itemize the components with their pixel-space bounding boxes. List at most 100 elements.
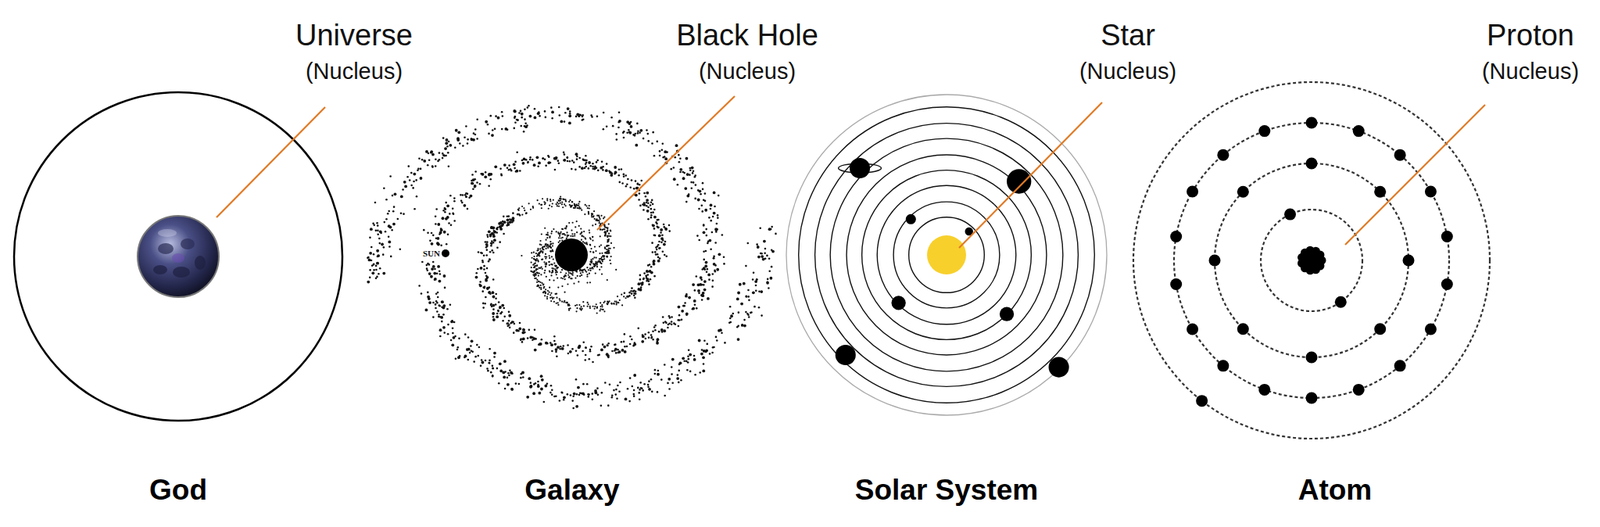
star-dot — [655, 248, 659, 251]
star-dot — [668, 322, 671, 326]
star-dot — [662, 329, 666, 333]
star-dot — [594, 272, 597, 274]
star-dot — [697, 239, 701, 242]
star-dot — [433, 268, 437, 271]
star-dot — [610, 302, 613, 305]
star-dot — [661, 233, 664, 237]
star-dot — [582, 118, 585, 121]
star-dot — [429, 150, 434, 154]
star-dot — [606, 235, 609, 237]
star-dot — [511, 211, 515, 215]
star-dot — [593, 210, 595, 212]
star-dot — [573, 203, 576, 205]
star-dot — [578, 206, 580, 208]
star-dot — [483, 254, 486, 257]
star-dot — [584, 154, 588, 158]
star-dot — [714, 264, 717, 267]
star-dot — [436, 236, 441, 240]
star-dot — [570, 272, 573, 275]
star-dot — [607, 404, 610, 407]
star-dot — [440, 315, 444, 319]
star-dot — [569, 204, 571, 206]
star-dot — [751, 278, 755, 281]
star-dot — [566, 282, 569, 285]
star-dot — [501, 114, 505, 118]
star-dot — [436, 160, 440, 163]
star-dot — [487, 290, 491, 294]
star-dot — [508, 326, 512, 330]
star-dot — [592, 250, 595, 253]
star-dot — [562, 395, 566, 399]
star-dot — [465, 195, 468, 198]
star-dot — [652, 261, 656, 264]
star-dot — [453, 321, 456, 324]
star-dot — [553, 340, 556, 343]
star-dot — [712, 190, 716, 194]
star-dot — [708, 278, 711, 281]
star-dot — [440, 320, 444, 323]
star-dot — [565, 231, 568, 233]
star-dot — [615, 388, 618, 391]
star-dot — [370, 259, 373, 262]
star-dot — [694, 303, 697, 306]
star-dot — [372, 253, 376, 256]
star-dot — [767, 286, 770, 290]
star-dot — [712, 346, 715, 349]
star-dot — [527, 376, 531, 380]
star-dot — [544, 227, 546, 230]
star-dot — [440, 228, 444, 232]
star-dot — [432, 315, 435, 319]
star-dot — [555, 293, 558, 295]
star-dot — [706, 297, 710, 301]
star-dot — [598, 257, 601, 260]
star-dot — [667, 377, 671, 381]
star-dot — [693, 357, 697, 362]
star-dot — [443, 207, 447, 211]
star-dot — [629, 121, 633, 124]
star-dot — [701, 291, 706, 295]
star-dot — [547, 207, 550, 210]
star-dot — [601, 343, 605, 346]
star-dot — [431, 153, 435, 157]
star-dot — [547, 293, 549, 295]
star-dot — [525, 212, 527, 215]
star-dot — [539, 247, 541, 250]
star-dot — [690, 181, 693, 184]
star-dot — [712, 257, 716, 260]
star-dot — [571, 200, 573, 203]
star-dot — [565, 301, 568, 304]
star-dot — [769, 228, 773, 231]
star-dot — [512, 127, 516, 130]
star-dot — [655, 253, 658, 256]
star-dot — [626, 295, 629, 298]
star-dot — [436, 222, 441, 226]
star-dot — [551, 242, 554, 244]
star-dot — [546, 297, 548, 300]
star-dot — [581, 234, 584, 237]
star-dot — [708, 216, 711, 219]
star-dot — [701, 368, 706, 373]
star-dot — [535, 277, 537, 280]
star-dot — [478, 346, 481, 349]
star-dot — [613, 349, 616, 352]
star-dot — [551, 388, 554, 391]
star-dot — [581, 269, 584, 272]
star-dot — [539, 239, 541, 242]
star-dot — [561, 277, 564, 280]
star-dot — [536, 284, 539, 287]
star-dot — [435, 300, 438, 303]
star-dot — [511, 321, 514, 324]
star-dot — [701, 293, 705, 298]
star-dot — [654, 368, 657, 372]
star-dot — [544, 243, 547, 245]
star-dot — [687, 357, 691, 361]
star-dot — [637, 132, 640, 135]
star-dot — [524, 121, 527, 125]
star-dot — [774, 232, 777, 236]
star-dot — [670, 372, 673, 376]
star-dot — [578, 157, 581, 160]
star-dot — [523, 331, 527, 334]
star-dot — [392, 222, 396, 226]
star-dot — [547, 261, 550, 263]
star-dot — [596, 311, 598, 314]
